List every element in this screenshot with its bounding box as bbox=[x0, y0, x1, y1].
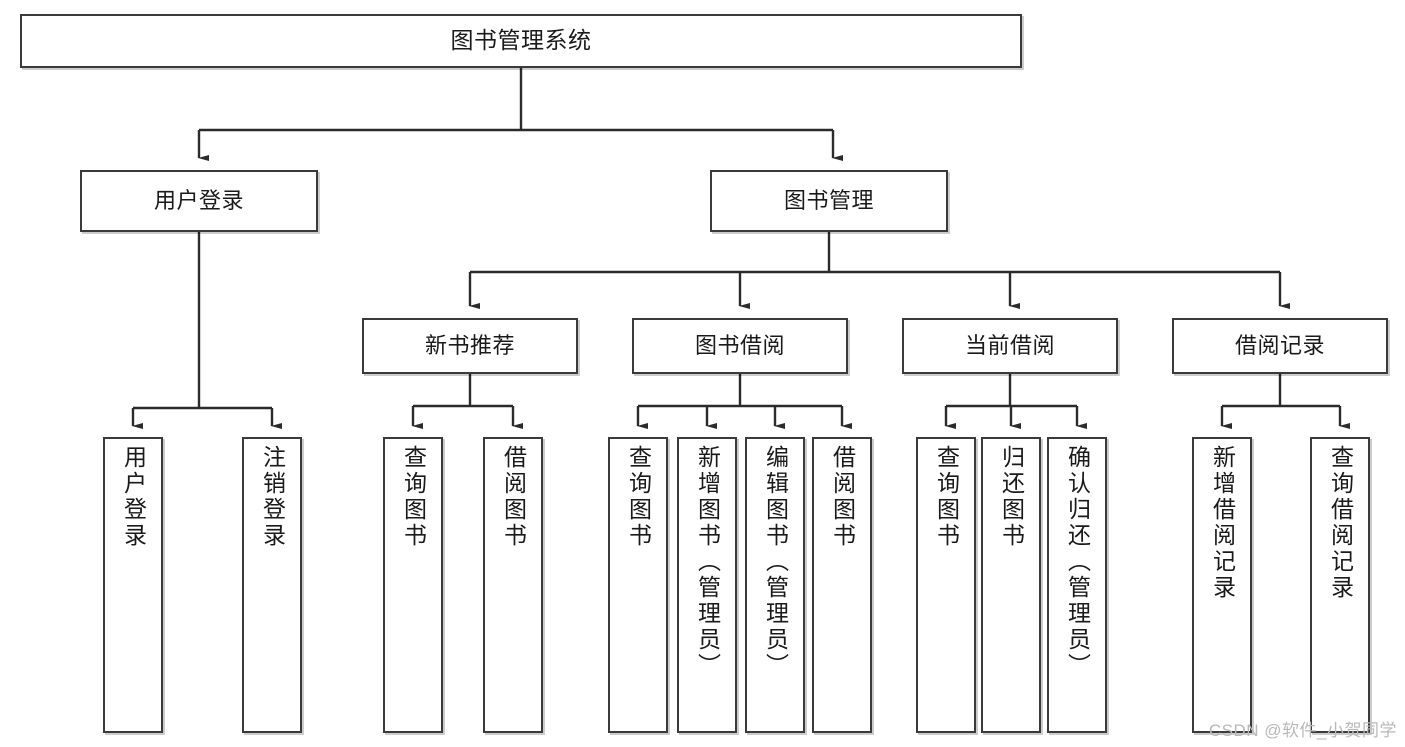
node-leaf-confirm-return-admin[interactable]: 确认归还（管理员） bbox=[1047, 437, 1107, 733]
node-label: 新增图书（管理员） bbox=[694, 445, 721, 679]
node-leaf-user-login[interactable]: 用户登录 bbox=[103, 437, 163, 733]
node-leaf-query-book-borrow[interactable]: 查询图书 bbox=[608, 437, 668, 733]
node-user-login[interactable]: 用户登录 bbox=[80, 170, 318, 232]
node-label: 新书推荐 bbox=[424, 332, 515, 358]
node-label: 查询图书 bbox=[400, 445, 427, 549]
node-leaf-query-borrow-record[interactable]: 查询借阅记录 bbox=[1310, 437, 1370, 733]
node-label: 借阅图书 bbox=[500, 445, 527, 549]
node-leaf-query-book-recommend[interactable]: 查询图书 bbox=[383, 437, 443, 733]
node-label: 借阅记录 bbox=[1234, 332, 1325, 358]
node-leaf-edit-book-admin[interactable]: 编辑图书（管理员） bbox=[745, 437, 805, 733]
node-new-book-recommend[interactable]: 新书推荐 bbox=[362, 318, 578, 374]
node-leaf-add-book-admin[interactable]: 新增图书（管理员） bbox=[677, 437, 737, 733]
node-root-book-management-system[interactable]: 图书管理系统 bbox=[20, 14, 1022, 68]
node-label: 编辑图书（管理员） bbox=[762, 445, 789, 679]
node-borrow-record[interactable]: 借阅记录 bbox=[1172, 318, 1388, 374]
node-label: 查询图书 bbox=[933, 445, 960, 549]
node-label: 确认归还（管理员） bbox=[1064, 445, 1091, 679]
node-leaf-return-book[interactable]: 归还图书 bbox=[981, 437, 1041, 733]
node-leaf-add-borrow-record[interactable]: 新增借阅记录 bbox=[1192, 437, 1252, 733]
node-label: 图书借阅 bbox=[694, 332, 785, 358]
node-leaf-logout-login[interactable]: 注销登录 bbox=[242, 437, 302, 733]
node-leaf-borrow-book-recommend[interactable]: 借阅图书 bbox=[483, 437, 543, 733]
node-book-borrow[interactable]: 图书借阅 bbox=[632, 318, 848, 374]
node-current-borrow[interactable]: 当前借阅 bbox=[902, 318, 1118, 374]
node-label: 用户登录 bbox=[120, 445, 147, 549]
node-label: 图书管理 bbox=[783, 187, 874, 213]
node-label: 查询图书 bbox=[625, 445, 652, 549]
node-label: 图书管理系统 bbox=[450, 27, 592, 54]
node-label: 当前借阅 bbox=[964, 332, 1055, 358]
node-book-management[interactable]: 图书管理 bbox=[710, 170, 948, 232]
node-label: 查询借阅记录 bbox=[1327, 445, 1354, 601]
node-leaf-borrow-book-borrow[interactable]: 借阅图书 bbox=[812, 437, 872, 733]
node-label: 注销登录 bbox=[259, 445, 286, 549]
node-leaf-query-book-current[interactable]: 查询图书 bbox=[916, 437, 976, 733]
node-label: 归还图书 bbox=[998, 445, 1025, 549]
node-label: 新增借阅记录 bbox=[1209, 445, 1236, 601]
csdn-watermark: CSDN @软件_小贺同学 bbox=[1208, 721, 1397, 740]
node-label: 借阅图书 bbox=[829, 445, 856, 549]
node-label: 用户登录 bbox=[153, 187, 244, 213]
